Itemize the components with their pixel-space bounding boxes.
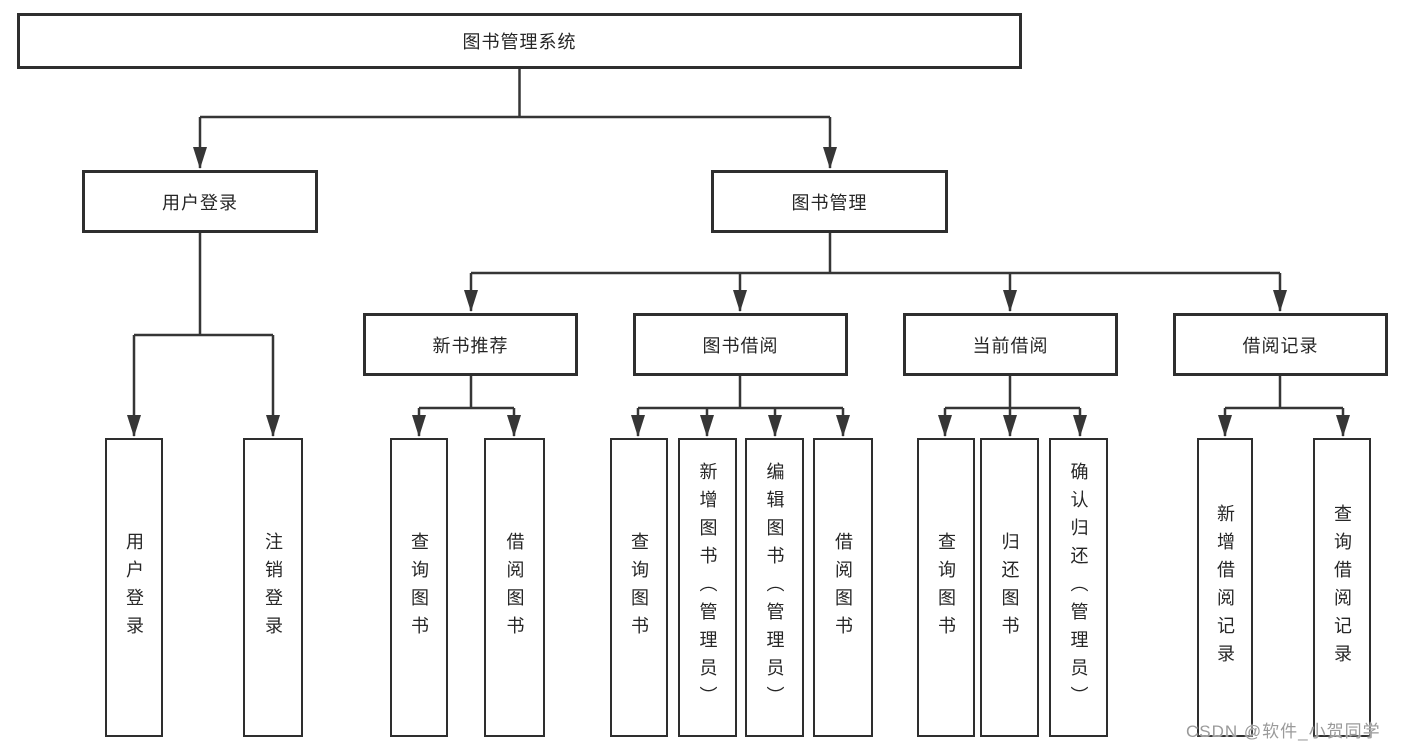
node-book-management: 图书管理 [711,170,948,233]
node-leaf-records-add-record: 新增借阅记录 [1197,438,1253,737]
node-leaf-borrowing-borrow-books: 借阅图书 [813,438,873,737]
node-leaf-borrowing-add-books-admin: 新增图书（管理员） [678,438,737,737]
node-leaf-borrowing-edit-books-admin: 编辑图书（管理员） [745,438,804,737]
node-library-management-system: 图书管理系统 [17,13,1022,69]
node-leaf-records-query-record: 查询借阅记录 [1313,438,1371,737]
node-book-borrowing: 图书借阅 [633,313,848,376]
watermark: CSDN @软件_小贺同学 [1186,722,1381,741]
node-leaf-current-confirm-return-admin: 确认归还（管理员） [1049,438,1108,737]
node-leaf-user-login: 用户登录 [105,438,163,737]
node-leaf-recommend-borrow-books: 借阅图书 [484,438,545,737]
node-leaf-borrowing-query-books: 查询图书 [610,438,668,737]
node-leaf-current-query-books: 查询图书 [917,438,975,737]
node-current-borrowing: 当前借阅 [903,313,1118,376]
node-borrowing-records: 借阅记录 [1173,313,1388,376]
node-leaf-current-return-books: 归还图书 [980,438,1039,737]
node-leaf-logout: 注销登录 [243,438,303,737]
node-leaf-recommend-query-books: 查询图书 [390,438,448,737]
node-new-book-recommend: 新书推荐 [363,313,578,376]
node-user-login: 用户登录 [82,170,318,233]
